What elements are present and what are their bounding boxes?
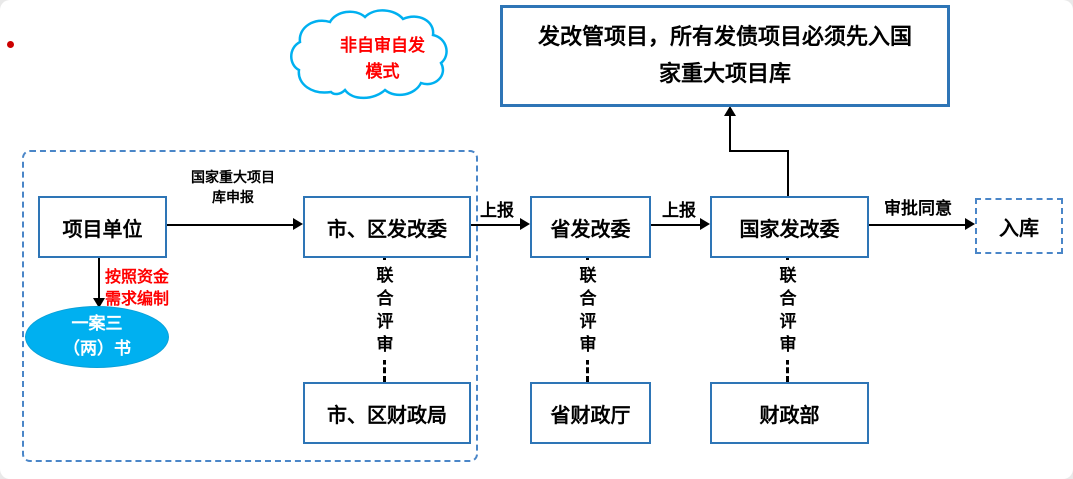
funding-note-line2: 需求编制 xyxy=(104,289,169,309)
arrowhead-to-storage xyxy=(965,218,975,230)
approve-label: 审批同意 xyxy=(882,194,954,219)
funding-note-line1: 按照资金 xyxy=(104,267,169,286)
red-marker-dot xyxy=(7,41,14,48)
city-district-drc-box: 市、区发改委 xyxy=(303,196,471,258)
arrow-project-to-city-drc xyxy=(163,224,295,226)
arrow-national-drc-to-storage xyxy=(865,224,967,226)
arrowhead-to-city-drc xyxy=(293,218,303,230)
document-ellipse-line2: （两）书 xyxy=(63,339,131,359)
document-ellipse: 一案三 （两）书 xyxy=(25,306,169,368)
ministry-finance-box: 财政部 xyxy=(710,382,869,444)
national-drc-box: 国家发改委 xyxy=(710,196,869,258)
declare-label-line1: 国家重大项目 xyxy=(191,170,275,186)
provincial-drc-box: 省发改委 xyxy=(530,196,651,258)
joint-review-label-city: 联合评审 xyxy=(373,262,397,360)
elbow-segment-horizontal xyxy=(729,150,789,152)
funding-note: 按照资金 需求编制 xyxy=(93,266,181,311)
cloud-label: 非自审自发 模式 xyxy=(285,34,480,85)
local-stage-dashed-frame xyxy=(22,150,478,462)
report-label-1: 上报 xyxy=(478,196,516,221)
elbow-segment-vertical-right xyxy=(787,150,789,196)
storage-box: 入库 xyxy=(975,198,1063,254)
cloud-callout: 非自审自发 模式 xyxy=(285,8,480,108)
arrowhead-to-ellipse xyxy=(93,298,105,308)
elbow-segment-vertical-left xyxy=(729,115,731,152)
cloud-icon xyxy=(290,9,448,100)
city-district-drc-label: 市、区发改委 xyxy=(327,216,447,241)
ndrc-rule-text: 发改管项目，所有发债项目必须先入国家重大项目库 xyxy=(537,24,912,87)
declare-label-line2: 库申报 xyxy=(212,190,254,207)
project-unit-label: 项目单位 xyxy=(62,216,143,241)
provincial-drc-label: 省发改委 xyxy=(550,216,631,241)
national-drc-label: 国家发改委 xyxy=(739,216,840,241)
document-ellipse-line1: 一案三 xyxy=(71,314,123,335)
arrow-prov-to-national-drc xyxy=(647,224,702,226)
city-district-finance-box: 市、区财政局 xyxy=(303,382,471,444)
arrow-project-to-ellipse xyxy=(98,254,100,300)
arrowhead-up-to-rule-box xyxy=(724,106,736,116)
arrowhead-to-prov-drc xyxy=(520,218,530,230)
joint-review-label-prov: 联合评审 xyxy=(576,262,600,360)
provincial-finance-box: 省财政厅 xyxy=(530,382,651,444)
cloud-label-line2: 模式 xyxy=(365,61,400,82)
city-district-finance-label: 市、区财政局 xyxy=(327,402,447,427)
ministry-finance-label: 财政部 xyxy=(759,402,820,427)
declare-label: 国家重大项目 库申报 xyxy=(168,168,298,209)
report-label-2: 上报 xyxy=(660,196,698,221)
joint-review-label-ministry: 联合评审 xyxy=(776,262,800,360)
provincial-finance-label: 省财政厅 xyxy=(550,402,631,427)
ndrc-rule-box: 发改管项目，所有发债项目必须先入国家重大项目库 xyxy=(500,5,950,107)
arrow-city-to-prov-drc xyxy=(467,224,522,226)
arrowhead-to-national-drc xyxy=(700,218,710,230)
storage-label: 入库 xyxy=(999,215,1039,240)
project-unit-box: 项目单位 xyxy=(38,196,167,258)
cloud-label-line1: 非自审自发 xyxy=(340,36,425,56)
